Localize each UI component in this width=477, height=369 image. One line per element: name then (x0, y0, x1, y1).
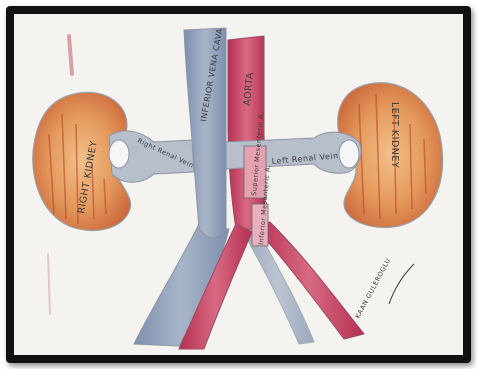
artist-signature: KAAN GULEROGLU (354, 257, 393, 320)
right-renal-pelvis (109, 140, 129, 168)
drawing-paper: RIGHT KIDNEY LEFT KIDNEY Right Renal Vei… (14, 14, 463, 355)
left-renal-pelvis (339, 140, 359, 168)
inferior-vena-cava (184, 28, 226, 238)
label-left-kidney: LEFT KIDNEY (389, 102, 400, 168)
anatomy-drawing: RIGHT KIDNEY LEFT KIDNEY Right Renal Vei… (14, 14, 463, 355)
signature-underline (389, 264, 414, 304)
